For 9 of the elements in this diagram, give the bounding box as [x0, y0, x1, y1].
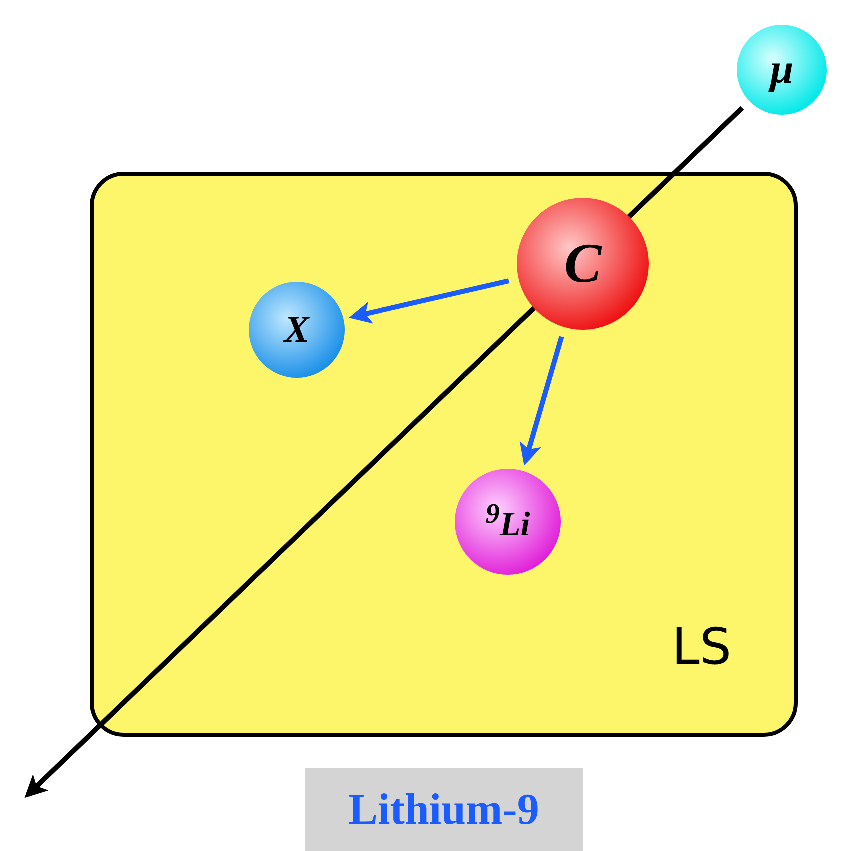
particle-symbol: C [564, 236, 602, 292]
particle-symbol: μ [770, 49, 794, 91]
scintillator-box [90, 172, 798, 737]
particle-symbol: X [284, 311, 310, 349]
caption: Lithium-9 [305, 768, 583, 851]
arrow [520, 336, 564, 466]
arrow [349, 278, 510, 324]
particle-symbol: $^{9}$Li [486, 501, 530, 543]
box-label: LS [672, 622, 732, 672]
